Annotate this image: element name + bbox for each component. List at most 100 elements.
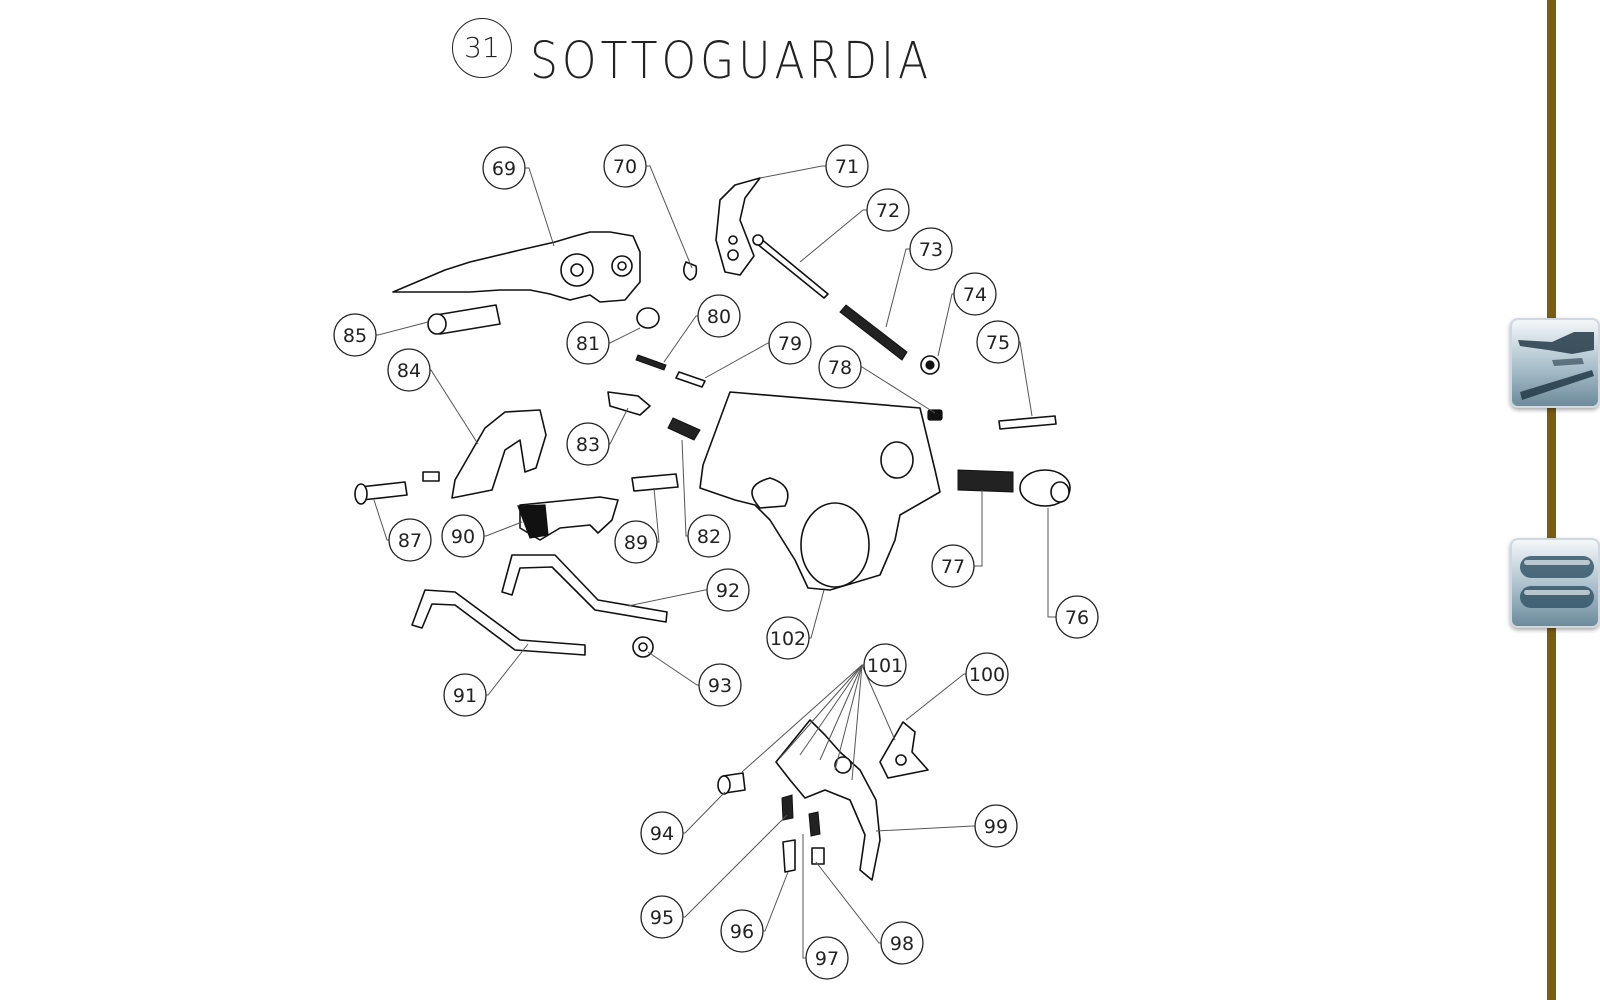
callout-label: 78 [828, 357, 852, 379]
callout-circle [825, 144, 869, 188]
callout-98: 98 [880, 921, 924, 965]
callout-circle [818, 345, 862, 389]
callout-80: 80 [697, 294, 741, 338]
callout-76: 76 [1055, 595, 1099, 639]
callout-70: 70 [603, 144, 647, 188]
callout-circle [768, 321, 812, 365]
callout-circle [441, 514, 485, 558]
callout-label: 92 [716, 580, 740, 602]
leader-line-101 [819, 664, 863, 761]
callout-label: 72 [876, 200, 900, 222]
callout-label: 87 [398, 530, 422, 552]
callout-label: 80 [707, 306, 731, 328]
callout-circle [443, 673, 487, 717]
callout-label: 90 [451, 526, 475, 548]
callout-circle [333, 313, 377, 357]
part-100 [879, 721, 929, 779]
callout-84: 84 [387, 348, 431, 392]
callout-circle [566, 422, 610, 466]
callout-100: 100 [965, 652, 1009, 696]
shotgun-parts-icon [1518, 332, 1594, 400]
callout-circle [706, 568, 750, 612]
callout-label: 101 [867, 655, 903, 677]
part-82 [667, 417, 701, 441]
callout-circle [640, 811, 684, 855]
callout-label: 74 [963, 284, 987, 306]
callout-78: 78 [818, 345, 862, 389]
callout-circle [387, 348, 431, 392]
callout-circle [640, 895, 684, 939]
callout-label: 83 [576, 434, 600, 456]
leader-line-101 [799, 664, 863, 756]
callout-bubbles: 69 70 71 72 73 74 75 76 77 78 79 80 81 82 83 84 85 87 89 90… [333, 144, 1099, 980]
section-title: SOTTOGUARDIA [530, 32, 933, 91]
callout-69: 69 [482, 146, 526, 190]
callout-90: 90 [441, 514, 485, 558]
callout-circle [953, 272, 997, 316]
callout-73: 73 [909, 227, 953, 271]
callout-label: 102 [770, 628, 806, 650]
callout-label: 89 [624, 532, 648, 554]
callout-91: 91 [443, 673, 487, 717]
callout-label: 82 [697, 526, 721, 548]
callout-77: 77 [931, 544, 975, 588]
callout-label: 77 [941, 556, 965, 578]
part-99 [775, 719, 881, 881]
callout-circle [698, 663, 742, 707]
callout-circle [976, 320, 1020, 364]
callout-label: 94 [650, 823, 674, 845]
callout-circle [566, 321, 610, 365]
callout-label: 75 [986, 332, 1010, 354]
callout-102: 102 [766, 616, 810, 660]
callout-circle [866, 188, 910, 232]
part-83 [607, 391, 651, 416]
leader-line-101 [834, 664, 863, 771]
callout-label: 71 [835, 156, 859, 178]
callout-96: 96 [720, 909, 764, 953]
callout-circle [974, 804, 1018, 848]
callout-label: 81 [576, 333, 600, 355]
callout-79: 79 [768, 321, 812, 365]
callout-circle [965, 652, 1009, 696]
callout-label: 97 [815, 948, 839, 970]
callout-101: 101 [863, 643, 907, 687]
part-72 [755, 237, 829, 299]
part-78 [927, 409, 943, 421]
callout-circle [766, 616, 810, 660]
callout-circle [931, 544, 975, 588]
callout-95: 95 [640, 895, 684, 939]
callout-label: 76 [1065, 607, 1089, 629]
callout-85: 85 [333, 313, 377, 357]
callout-75: 75 [976, 320, 1020, 364]
callout-label: 95 [650, 907, 674, 929]
part-81 [636, 307, 660, 329]
part-91 [411, 589, 586, 656]
callout-87: 87 [388, 518, 432, 562]
part-77 [957, 469, 1014, 493]
callout-circle [482, 146, 526, 190]
callout-circle [603, 144, 647, 188]
part-79 [675, 371, 706, 388]
part-80 [635, 354, 667, 371]
diagram-parts [354, 177, 1071, 881]
part-84 [451, 409, 547, 499]
callout-label: 96 [730, 921, 754, 943]
callout-circle [1055, 595, 1099, 639]
callout-circle [863, 643, 907, 687]
part-98 [811, 847, 825, 865]
part-75 [998, 415, 1057, 430]
part-71 [715, 177, 761, 276]
callout-circle [614, 520, 658, 564]
barrels-button[interactable] [1510, 538, 1600, 628]
callout-81: 81 [566, 321, 610, 365]
callout-circle [909, 227, 953, 271]
shotgun-parts-button[interactable] [1510, 318, 1600, 408]
callout-label: 91 [453, 685, 477, 707]
part-92 [501, 554, 668, 623]
callout-label: 84 [397, 360, 421, 382]
callout-label: 70 [613, 156, 637, 178]
callout-94: 94 [640, 811, 684, 855]
part-96 [782, 839, 796, 873]
callout-97: 97 [805, 936, 849, 980]
part-89 [631, 473, 679, 492]
